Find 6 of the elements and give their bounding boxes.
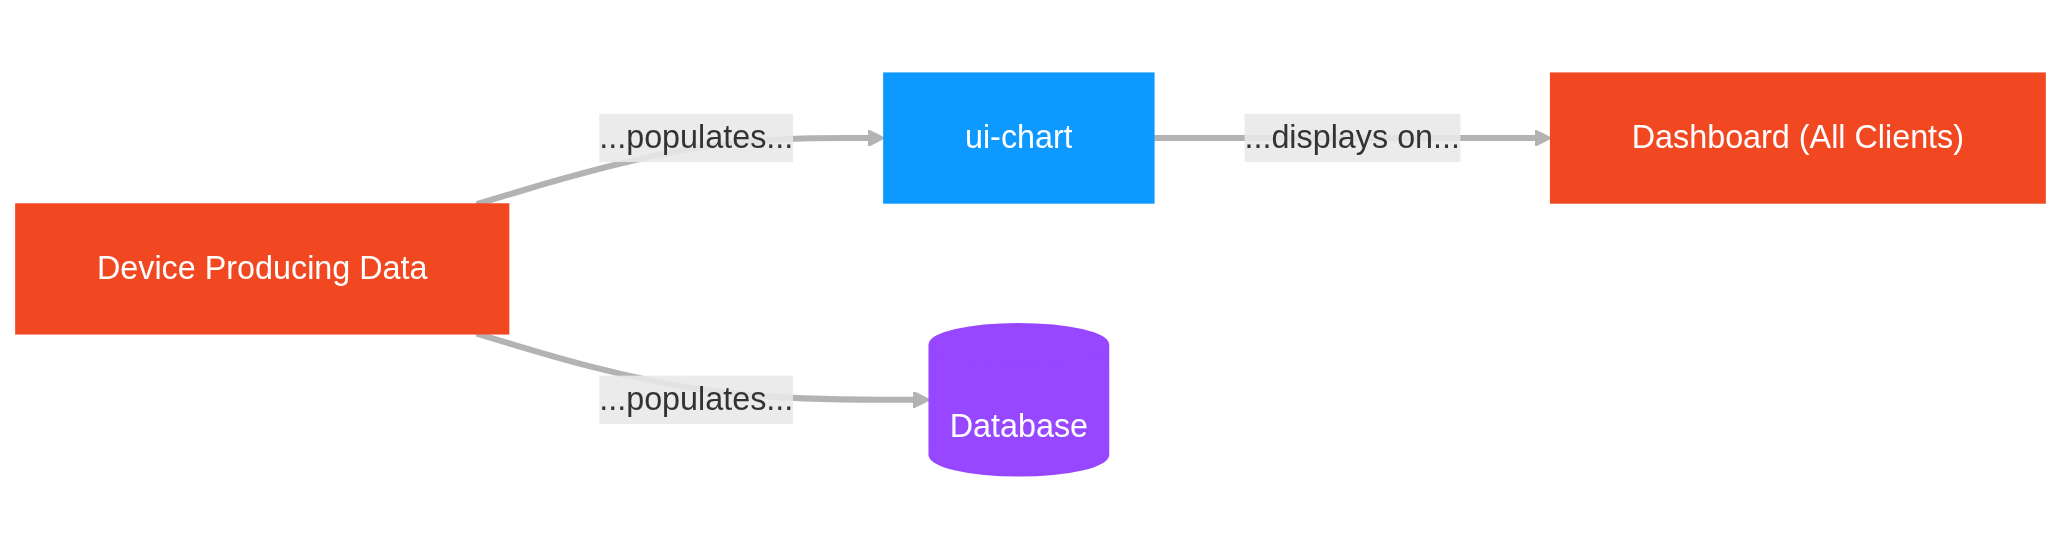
node-box: Dashboard (All Clients) bbox=[1549, 72, 2046, 204]
node-box: Device Producing Data bbox=[15, 203, 510, 335]
edge-label: ...populates... bbox=[599, 381, 794, 416]
node-box: ui-chart bbox=[883, 72, 1155, 204]
edge-label: ...populates... bbox=[599, 119, 794, 155]
edge-label: ...displays on... bbox=[1244, 119, 1461, 155]
